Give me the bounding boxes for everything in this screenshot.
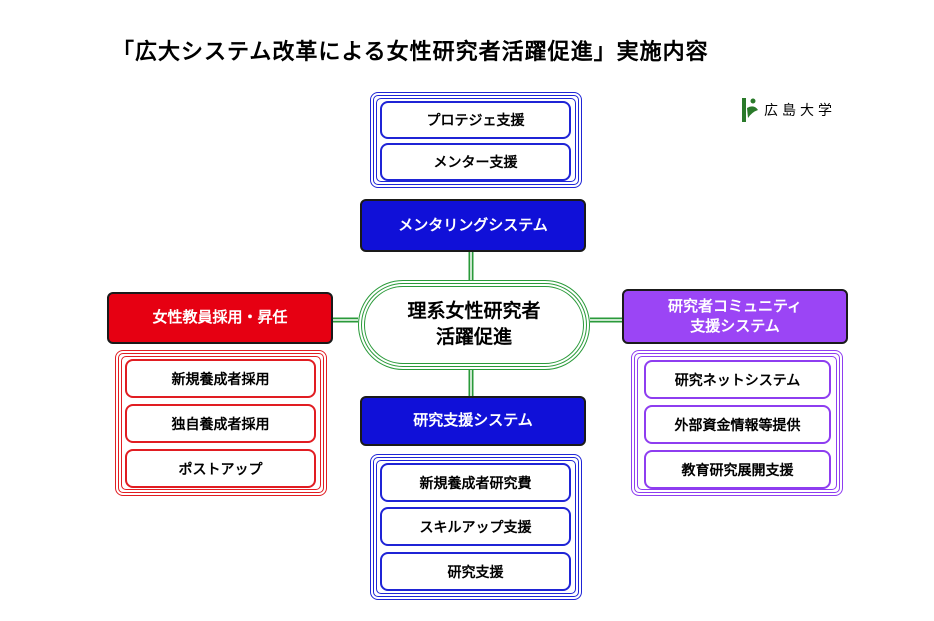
center-goal: 理系女性研究者 活躍促進 [358,280,590,370]
research-items-frame [370,454,582,600]
mentoring-item-protege: プロテジェ支援 [380,101,571,139]
center-line-2: 活躍促進 [435,326,512,348]
community-item-education-research: 教育研究展開支援 [644,450,831,489]
community-item-external-funds: 外部資金情報等提供 [644,405,831,444]
hiroshima-university-mark-icon [742,98,758,122]
hiring-header: 女性教員採用・昇任 [107,292,333,344]
community-header-line-1: 研究者コミュニティ [667,297,803,315]
hiring-item-post-up: ポストアップ [125,449,316,488]
page-title: 「広大システム改革による女性研究者活躍促進」実施内容 [112,40,709,65]
research-header: 研究支援システム [360,396,586,446]
logo-text: 広島大学 [764,103,836,119]
mentoring-items-frame [370,92,582,188]
hiring-items-frame [115,350,327,496]
hiring-item-new-trainee: 新規養成者採用 [125,359,316,398]
research-item-new-trainee-funds: 新規養成者研究費 [380,463,571,502]
center-line-1: 理系女性研究者 [407,300,541,323]
community-item-research-net: 研究ネットシステム [644,360,831,399]
hiring-item-own-trainee: 独自養成者採用 [125,404,316,443]
community-header: 研究者コミュニティ 支援システム [622,289,848,344]
community-header-line-2: 支援システム [690,316,780,335]
community-items-frame [631,350,843,496]
research-item-research-support: 研究支援 [380,552,571,591]
university-logo: 広島大学 [738,96,836,124]
mentoring-item-mentor: メンター支援 [380,143,571,181]
research-item-skill-up: スキルアップ支援 [380,507,571,546]
mentoring-header: メンタリングシステム [360,199,586,252]
